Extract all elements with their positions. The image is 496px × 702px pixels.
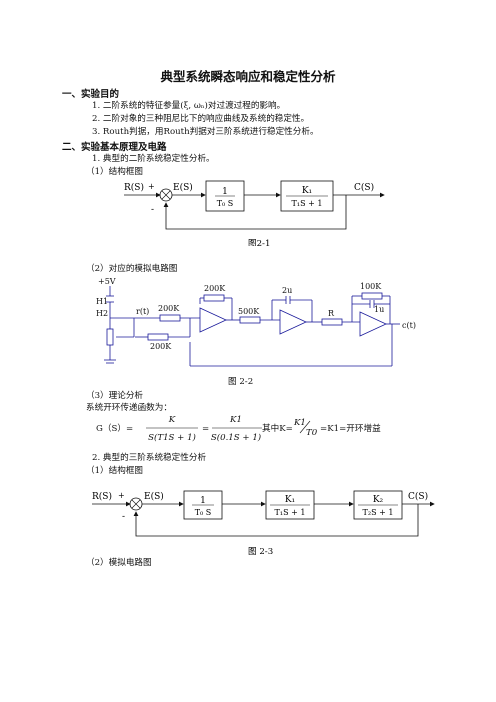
svg-text:T₀ S: T₀ S: [195, 508, 212, 517]
svg-text:K1: K1: [293, 418, 306, 428]
svg-text:=K1=开环增益: =K1=开环增益: [320, 422, 381, 434]
page-title: 典型系统瞬态响应和稳定性分析: [160, 69, 336, 84]
svg-text:+: +: [118, 491, 125, 500]
subsection-2b: （2）模拟电路图: [86, 558, 152, 568]
svg-text:H2: H2: [96, 309, 108, 318]
block-diagram-2-3: R(S) + - E(S) 1 T₀ S K₁ T₁S + 1 K₂ T₂S +…: [92, 490, 435, 557]
svg-text:200K: 200K: [158, 304, 180, 313]
svg-text:T₀ S: T₀ S: [217, 199, 234, 208]
svg-text:G（S）=: G（S）=: [96, 423, 133, 434]
svg-text:r(t): r(t): [136, 307, 149, 316]
fig2-caption: 图 2-2: [228, 377, 254, 387]
purpose-item-2: 2. 二阶对象的三种阻尼比下的响应曲线及系统的稳定性。: [92, 114, 310, 124]
inertia-block: [280, 180, 334, 212]
svg-text:-: -: [151, 205, 154, 215]
subsection-1a: （1）结构框图: [86, 167, 144, 177]
transfer-function-text: 系统开环传递函数为：: [86, 403, 172, 413]
subsection-2a: （1）结构框图: [86, 466, 144, 476]
svg-text:=: =: [202, 424, 209, 434]
fig1-caption: 图2-1: [248, 238, 270, 246]
section-heading-2: 二、实验基本原理及电路: [62, 142, 167, 153]
svg-text:H1: H1: [96, 297, 108, 306]
svg-text:T₁S + 1: T₁S + 1: [275, 508, 306, 517]
purpose-item-1: 1. 二阶系统的特征参量(ξ, ωₙ)对过渡过程的影响。: [92, 101, 286, 111]
subsection-1: 1. 典型的二阶系统稳定性分析。: [92, 154, 215, 164]
integrator-block: [205, 180, 245, 212]
svg-text:200K: 200K: [204, 284, 226, 293]
svg-text:S(T1S + 1): S(T1S + 1): [148, 432, 196, 443]
svg-text:E(S): E(S): [144, 491, 164, 502]
svg-text:K1: K1: [229, 415, 242, 425]
fig3-caption: 图 2-3: [248, 546, 273, 557]
svg-text:-: -: [122, 512, 125, 522]
svg-text:1: 1: [222, 187, 228, 197]
svg-text:200K: 200K: [150, 342, 172, 351]
svg-text:T0: T0: [306, 428, 318, 438]
feedback-path: [163, 195, 347, 230]
svg-text:C(S): C(S): [354, 182, 374, 193]
svg-text:1u: 1u: [374, 305, 384, 314]
svg-text:2u: 2u: [282, 286, 292, 295]
svg-text:c(t): c(t): [402, 321, 416, 330]
section-heading-1: 一、实验目的: [62, 89, 120, 100]
svg-text:C(S): C(S): [408, 491, 428, 502]
svg-text:K₁: K₁: [285, 495, 295, 505]
transfer-function-formula: G（S）= K S(T1S + 1) = K1 S(0.1S + 1) 其中K=…: [96, 415, 381, 443]
svg-text:1: 1: [200, 496, 206, 506]
circuit-diagram-2-2: +5V H1 H2 r(t) 200K 200K 200K 500K 2u R …: [96, 277, 416, 367]
subsection-1c: （3）理论分析: [86, 391, 144, 401]
svg-text:R: R: [328, 309, 335, 318]
block-diagram-2-1: R(S) + - E(S) 1 T₀ S K₁ T₁S + 1 C(S) 图2-…: [124, 180, 385, 246]
svg-text:K₁: K₁: [302, 186, 312, 196]
svg-text:+: +: [148, 182, 155, 191]
svg-text:其中K=: 其中K=: [262, 422, 293, 434]
subsection-2: 2. 典型的三阶系统稳定性分析: [92, 453, 207, 463]
svg-text:S(0.1S + 1): S(0.1S + 1): [211, 432, 261, 443]
subsection-1b: （2）对应的模拟电路图: [86, 264, 178, 274]
svg-text:K₂: K₂: [373, 495, 384, 505]
svg-text:R(S): R(S): [92, 491, 112, 502]
fig1-input-label: R(S): [124, 182, 144, 193]
svg-text:K: K: [168, 415, 176, 425]
svg-text:500K: 500K: [238, 307, 260, 316]
svg-text:100K: 100K: [360, 282, 382, 291]
purpose-item-3: 3. Routh判据，用Routh判据对三阶系统进行稳定性分析。: [92, 127, 319, 137]
svg-text:E(S): E(S): [173, 182, 193, 193]
svg-text:T₂S + 1: T₂S + 1: [363, 508, 394, 517]
svg-text:+5V: +5V: [98, 277, 116, 286]
svg-text:T₁S + 1: T₁S + 1: [292, 199, 323, 208]
